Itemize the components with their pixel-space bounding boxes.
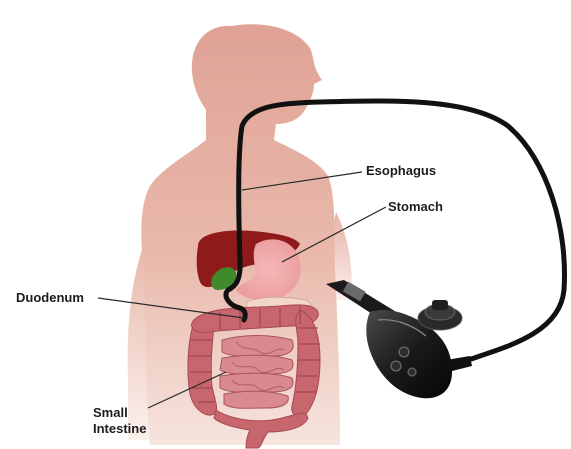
small-intestine-label-line1: Small xyxy=(93,405,128,420)
endoscope-handle xyxy=(326,280,472,398)
control-knob-cap xyxy=(432,300,448,310)
scope-button-2 xyxy=(391,361,401,371)
stomach-label: Stomach xyxy=(388,199,443,214)
scope-button-1 xyxy=(399,347,409,357)
small-intestine xyxy=(220,336,293,409)
scope-button-3 xyxy=(408,368,416,376)
duodenum-label: Duodenum xyxy=(16,290,84,305)
small-intestine-label-line2: Intestine xyxy=(93,421,146,436)
esophagus-label: Esophagus xyxy=(366,163,436,178)
